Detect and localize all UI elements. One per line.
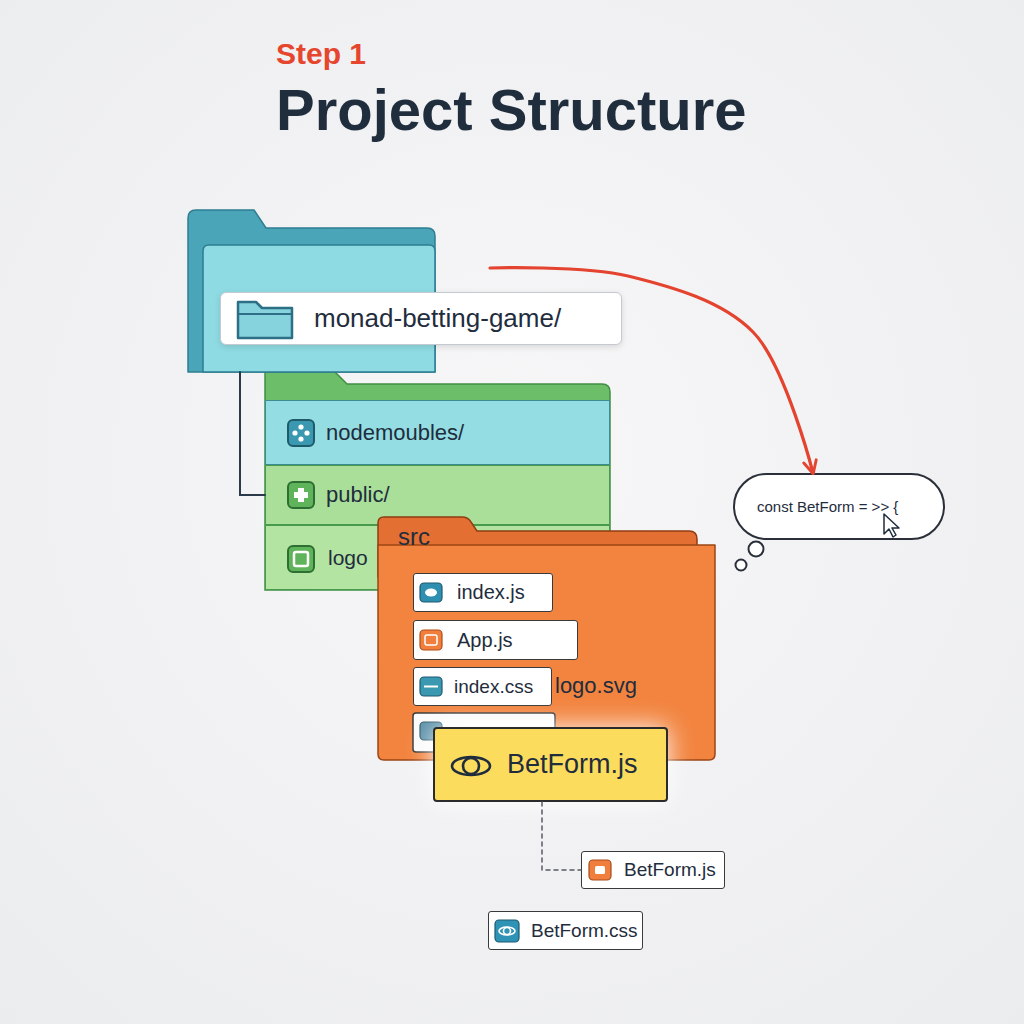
folder-icon xyxy=(238,302,292,338)
icon-line xyxy=(424,686,438,688)
file-name: index.css xyxy=(454,676,533,698)
file-icon xyxy=(288,546,314,572)
file-name: BetForm.js xyxy=(624,859,716,881)
icon-square xyxy=(595,866,605,874)
code-snippet: const BetForm = >> { xyxy=(757,498,898,515)
folder-icon xyxy=(288,420,314,446)
folder-name: public/ xyxy=(326,482,390,508)
folder-row: public/ xyxy=(265,465,610,525)
atom-icon xyxy=(504,928,511,935)
app-icon xyxy=(420,630,442,650)
icon-dot xyxy=(298,436,303,441)
curved-arrow xyxy=(490,268,813,473)
project-folder: monad-betting-game/ xyxy=(188,262,622,372)
step-label: Step 1 xyxy=(276,37,366,71)
js-icon xyxy=(589,860,611,880)
folder-icon xyxy=(288,482,314,508)
file-name: BetForm.css xyxy=(531,920,638,942)
file-label: logo.svg xyxy=(555,671,637,701)
file-box: BetForm.js xyxy=(581,851,725,889)
file-box: App.js xyxy=(413,620,578,660)
folder-outline xyxy=(188,210,435,372)
icon-square xyxy=(294,552,308,566)
file-name: index.js xyxy=(457,581,525,604)
icon-dot xyxy=(298,424,303,429)
file-name: logo xyxy=(328,546,368,570)
atom-icon xyxy=(452,757,490,775)
icon-ellipse xyxy=(425,589,437,597)
hidden-file-box xyxy=(413,713,555,752)
file-box: index.css xyxy=(413,667,552,706)
page-title: Project Structure xyxy=(276,78,747,142)
js-icon xyxy=(420,583,442,602)
bubble-tail xyxy=(749,542,764,557)
file-box: BetForm.css xyxy=(488,911,643,950)
file-icon xyxy=(420,722,442,740)
cursor-icon xyxy=(884,514,899,537)
dashed-link xyxy=(542,802,581,870)
icon-dot xyxy=(304,430,309,435)
file-name: App.js xyxy=(457,629,513,652)
folder-name: nodemoubles/ xyxy=(326,420,464,446)
icon-square xyxy=(425,635,437,645)
folder-icon-line xyxy=(238,313,292,315)
src-folder: srcindex.jsApp.jsindex.cssBetForm.js xyxy=(378,517,715,760)
highlight-file-box: BetForm.js xyxy=(433,727,668,802)
atom-icon xyxy=(499,927,515,935)
bubble-tail xyxy=(736,560,747,571)
file-name: BetForm.js xyxy=(507,749,638,780)
folder-name: src xyxy=(398,522,430,552)
tree-line xyxy=(240,372,265,495)
icon-plus xyxy=(294,488,308,502)
folder-row: nodemoubles/ xyxy=(265,400,610,465)
file-box: index.js xyxy=(413,573,553,612)
code-bubble: const BetForm = >> { xyxy=(733,473,945,540)
folder-name: monad-betting-game/ xyxy=(220,292,622,345)
css-icon xyxy=(420,677,442,696)
icon-dot xyxy=(292,430,297,435)
css-icon xyxy=(495,920,519,942)
atom-icon xyxy=(463,758,479,774)
